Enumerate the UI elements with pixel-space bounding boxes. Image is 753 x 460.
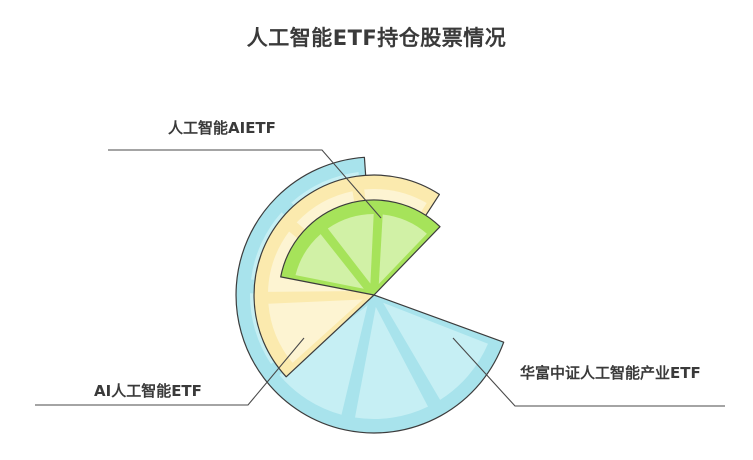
pulp-segment (295, 234, 364, 289)
leader-line-yellow (35, 337, 305, 406)
pulp-segment (378, 214, 427, 284)
pulp-segment (327, 214, 374, 284)
pulp-segment (279, 305, 368, 415)
leader-line-green (108, 149, 382, 219)
slice-label-ren-gong-zhi-neng-aietf: 人工智能AIETF (168, 119, 276, 137)
leader-line-blue (452, 337, 725, 407)
pulp-segment (355, 306, 428, 419)
rose-slice-2[interactable] (280, 199, 441, 296)
slice-label-huafu-csi-ai-industry-etf: 华富中证人工智能产业ETF (520, 364, 701, 382)
chart-title: 人工智能ETF持仓股票情况 (246, 26, 507, 50)
pulp-segment (268, 299, 363, 363)
slice-label-ai-ren-gong-zhi-neng-etf: AI人工智能ETF (94, 382, 202, 400)
leader-lines (35, 149, 725, 407)
pulp-segment (383, 302, 488, 400)
